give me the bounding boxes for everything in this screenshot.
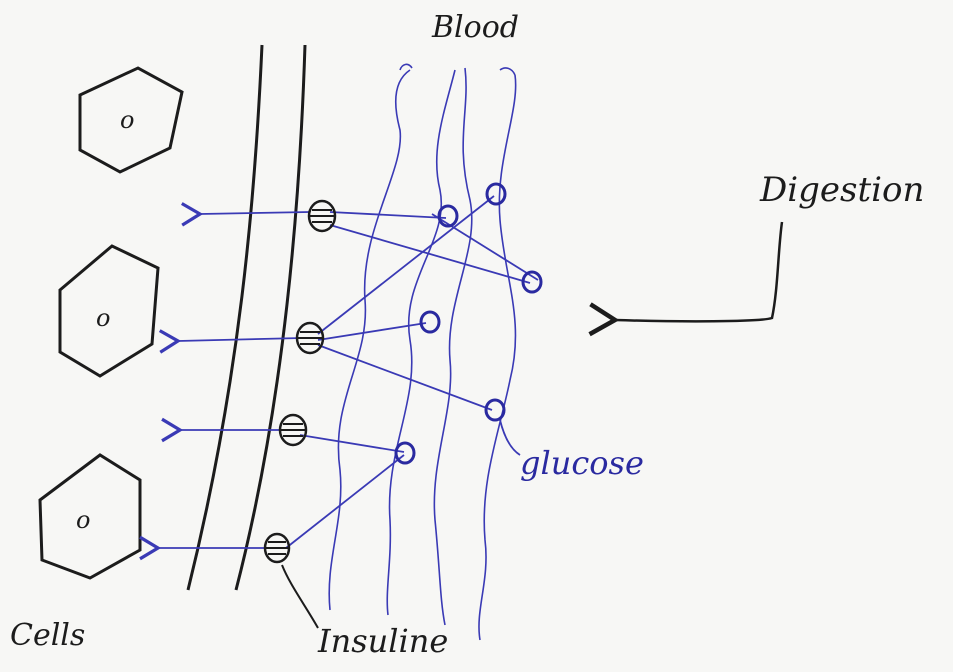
glucose-molecule <box>396 443 414 463</box>
glucose-molecule <box>486 400 504 420</box>
blood-vessels <box>329 64 515 640</box>
insuline-label: Insuline <box>318 622 448 660</box>
insulin-molecule <box>265 534 289 562</box>
membrane-line-left <box>188 45 262 590</box>
uptake-arrows <box>158 212 310 548</box>
cells-label: Cells <box>10 618 85 653</box>
glucose-molecule <box>421 312 439 332</box>
digestion-arrow <box>615 222 782 321</box>
cell-bottom: o <box>40 455 140 578</box>
insulin-molecule <box>280 415 306 445</box>
insuline-pointer <box>282 565 318 628</box>
insulin-molecule <box>309 201 335 231</box>
cell-top: o <box>80 68 182 172</box>
glucose-molecule <box>487 184 505 204</box>
blood-label: Blood <box>432 10 519 45</box>
cell-nucleus: o <box>96 304 110 332</box>
insulin-molecule <box>297 323 323 353</box>
glucose-label: glucose <box>520 444 644 482</box>
cell-middle: o <box>60 246 158 376</box>
cell-nucleus: o <box>76 506 90 534</box>
digestion-label: Digestion <box>760 170 924 210</box>
cell-nucleus: o <box>120 106 134 134</box>
membrane-line-right <box>236 45 305 590</box>
